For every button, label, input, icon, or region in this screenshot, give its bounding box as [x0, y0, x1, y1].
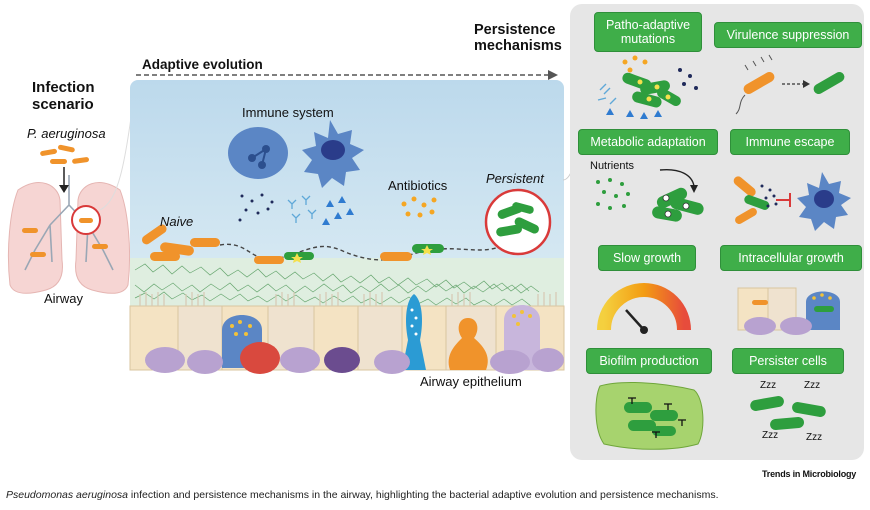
organism-label: P. aeruginosa: [27, 126, 106, 141]
immune-cells: [228, 120, 364, 188]
intracellular-illustration: [737, 287, 840, 335]
zzz-label-1: Zzz: [760, 380, 777, 391]
virulence-label: Virulence suppression: [726, 28, 850, 42]
virulence-illustration: [735, 54, 845, 115]
persistence-title-line2: mechanisms: [474, 38, 562, 54]
zzz-label-2: Zzz: [804, 380, 821, 391]
caption-species: Pseudomonas aeruginosa: [6, 489, 129, 501]
slow-growth-box: Slow growth: [598, 245, 696, 271]
airway-epithelium-label: Airway epithelium: [420, 374, 522, 389]
adaptive-evolution-title: Adaptive evolution: [142, 57, 263, 72]
biofilm-illustration: [595, 382, 704, 450]
journal-credit: Trends in Microbiology: [762, 469, 857, 479]
organism-cluster: [40, 144, 90, 164]
immune-molecules: [238, 193, 274, 222]
persistence-title-line1: Persistence: [474, 22, 556, 38]
persister-box: Persister cells: [732, 348, 844, 374]
antibiotics-label: Antibiotics: [388, 178, 448, 193]
persistent-label: Persistent: [486, 171, 544, 186]
slow-growth-gauge: [597, 283, 691, 334]
infection-title-line1: Infection: [32, 79, 95, 96]
zzz-label-4: Zzz: [806, 432, 823, 443]
figure-caption: Pseudomonas aeruginosa infection and per…: [6, 489, 718, 501]
airway-scene: [129, 80, 565, 374]
lung-bacteria: [22, 228, 108, 257]
persistent-cluster: [484, 188, 552, 256]
intracellular-box: Intracellular growth: [720, 245, 862, 271]
naive-label: Naive: [160, 214, 194, 229]
lungs-illustration: [7, 89, 136, 294]
intracellular-label: Intracellular growth: [738, 251, 844, 265]
naive-bacteria: [142, 224, 220, 261]
immune-escape-box: Immune escape: [730, 129, 850, 155]
patho-adaptive-line2: mutations: [620, 32, 676, 46]
patho-adaptive-illustration: [597, 55, 698, 119]
biofilm-box: Biofilm production: [586, 348, 712, 374]
persister-illustration: [750, 395, 826, 431]
virulence-box: Virulence suppression: [714, 22, 862, 48]
nutrients-label: Nutrients: [590, 160, 635, 172]
airway-label: Airway: [44, 291, 84, 306]
mucus-layer: [134, 263, 540, 307]
metabolic-illustration: [596, 168, 704, 222]
metabolic-box: Metabolic adaptation: [578, 129, 718, 155]
epithelium-cells: [129, 292, 565, 374]
zzz-label-3: Zzz: [762, 430, 779, 441]
slow-growth-label: Slow growth: [612, 251, 682, 265]
persister-label: Persister cells: [749, 354, 827, 368]
caption-text: infection and persistence mechanisms in …: [128, 489, 719, 501]
biofilm-label: Biofilm production: [599, 354, 699, 368]
patho-adaptive-line1: Patho-adaptive: [605, 18, 691, 32]
antibiotic-dots: [401, 196, 437, 218]
immune-escape-label: Immune escape: [745, 135, 835, 149]
patho-adaptive-box: Patho-adaptive mutations: [594, 12, 702, 52]
immune-escape-illustration: [733, 172, 851, 231]
immune-system-label: Immune system: [242, 105, 334, 120]
metabolic-label: Metabolic adaptation: [590, 135, 706, 149]
infection-title-line2: scenario: [32, 96, 94, 113]
